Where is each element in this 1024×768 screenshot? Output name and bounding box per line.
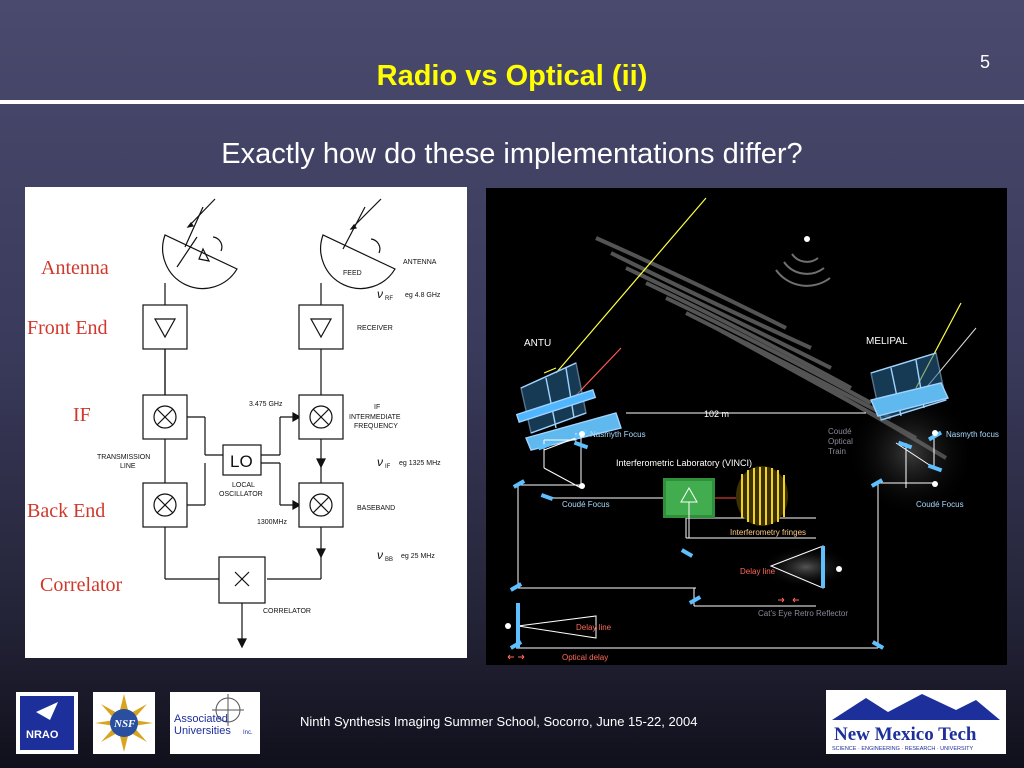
distance-label: 102 m <box>704 409 729 419</box>
lo-box-label: LO <box>230 452 253 471</box>
nrao-logo: NRAO <box>16 692 78 754</box>
rf-example: eg 4.8 GHz <box>405 292 441 299</box>
coude-focus-right: Coudé Focus <box>916 500 964 509</box>
coude-optical-train-3: Train <box>828 447 846 456</box>
nmt-tagline: SCIENCE · ENGINEERING · RESEARCH · UNIVE… <box>832 746 974 752</box>
nu-rf-symbol: ν <box>377 287 383 301</box>
antenna-label: ANTENNA <box>403 259 437 266</box>
optical-delay-label: Optical delay <box>562 653 608 662</box>
if-example: eg 1325 MHz <box>399 460 441 467</box>
nasmyth-focus-right: Nasmyth focus <box>946 430 999 439</box>
focus-star-icons <box>579 430 938 489</box>
transmission-line1: TRANSMISSION <box>97 454 150 461</box>
nmt-name: New Mexico Tech <box>834 724 977 745</box>
aui-line2: Universities <box>174 725 231 737</box>
bb-example: eg 25 MHz <box>401 553 435 560</box>
side-label-front-end: Front End <box>27 317 108 339</box>
nsf-text: NSF <box>113 718 136 730</box>
coude-optical-train-2: Optical <box>828 437 853 446</box>
bb-freq-label: 1300MHz <box>257 519 287 526</box>
if-subscript: IF <box>385 464 391 470</box>
if-line2: FREQUENCY <box>354 423 398 430</box>
lab-label: Interferometric Laboratory (VINCI) <box>616 458 752 468</box>
slide-subtitle: Exactly how do these implementations dif… <box>221 138 803 170</box>
title-divider <box>0 100 1024 104</box>
star-icon <box>804 236 810 242</box>
side-label-if: IF <box>73 404 91 426</box>
nasmyth-focus-left: Nasmyth Focus <box>590 430 646 439</box>
dish-icon <box>320 198 396 305</box>
receiver-label: RECEIVER <box>357 325 393 332</box>
baseband-label: BASEBAND <box>357 505 395 512</box>
side-label-back-end: Back End <box>27 500 106 522</box>
coude-focus-left: Coudé Focus <box>562 500 610 509</box>
radio-diagram-panel: FEED ANTENNA ν RF eg 4.8 GHz <box>25 187 467 658</box>
optical-diagram-panel: ANTU MELIPAL 102 m <box>486 188 1007 665</box>
lo-freq-label: 3.475 GHz <box>249 401 283 408</box>
fringes-label: Interferometry fringes <box>730 528 806 537</box>
aui-inc: Inc. <box>243 730 253 736</box>
delay-line-right: Delay line <box>740 567 776 576</box>
nu-bb-symbol: ν <box>377 548 383 562</box>
delay-line-left: Delay line <box>576 623 612 632</box>
fringe-pattern <box>736 466 788 526</box>
telescope-melipal-icon <box>870 352 949 421</box>
transmission-line2: LINE <box>120 463 136 470</box>
optical-interferometer-diagram: ANTU MELIPAL 102 m <box>505 197 999 662</box>
footer-text: Ninth Synthesis Imaging Summer School, S… <box>300 714 698 729</box>
if-line1: INTERMEDIATE <box>349 414 401 421</box>
side-label-antenna: Antenna <box>41 257 109 279</box>
correlator-label: CORRELATOR <box>263 608 311 615</box>
slide-title: Radio vs Optical (ii) <box>376 60 648 92</box>
coude-optical-train-1: Coudé <box>828 427 852 436</box>
dish-icon <box>162 198 238 305</box>
aui-line1: Associated <box>174 713 228 725</box>
nrao-text: NRAO <box>26 729 59 741</box>
local-osc-line1: LOCAL <box>232 482 255 489</box>
antu-label: ANTU <box>524 338 551 349</box>
aui-logo: Associated Universities Inc. <box>170 692 260 754</box>
melipal-label: MELIPAL <box>866 336 908 347</box>
cats-eye-label: Cat's Eye Retro Reflector <box>758 609 848 618</box>
telescope-antu-icon <box>515 361 622 451</box>
side-label-correlator: Correlator <box>40 574 123 596</box>
bb-subscript: BB <box>385 557 393 563</box>
page-number: 5 <box>979 52 990 72</box>
nsf-logo: NSF <box>93 692 155 754</box>
nu-if-symbol: ν <box>377 455 383 469</box>
if-label: IF <box>374 404 380 411</box>
feed-label: FEED <box>343 270 362 277</box>
nmt-logo: New Mexico Tech SCIENCE · ENGINEERING · … <box>826 690 1006 754</box>
local-osc-line2: OSCILLATOR <box>219 491 263 498</box>
radio-block-diagram: FEED ANTENNA ν RF eg 4.8 GHz <box>97 198 441 649</box>
rf-subscript: RF <box>385 296 393 302</box>
